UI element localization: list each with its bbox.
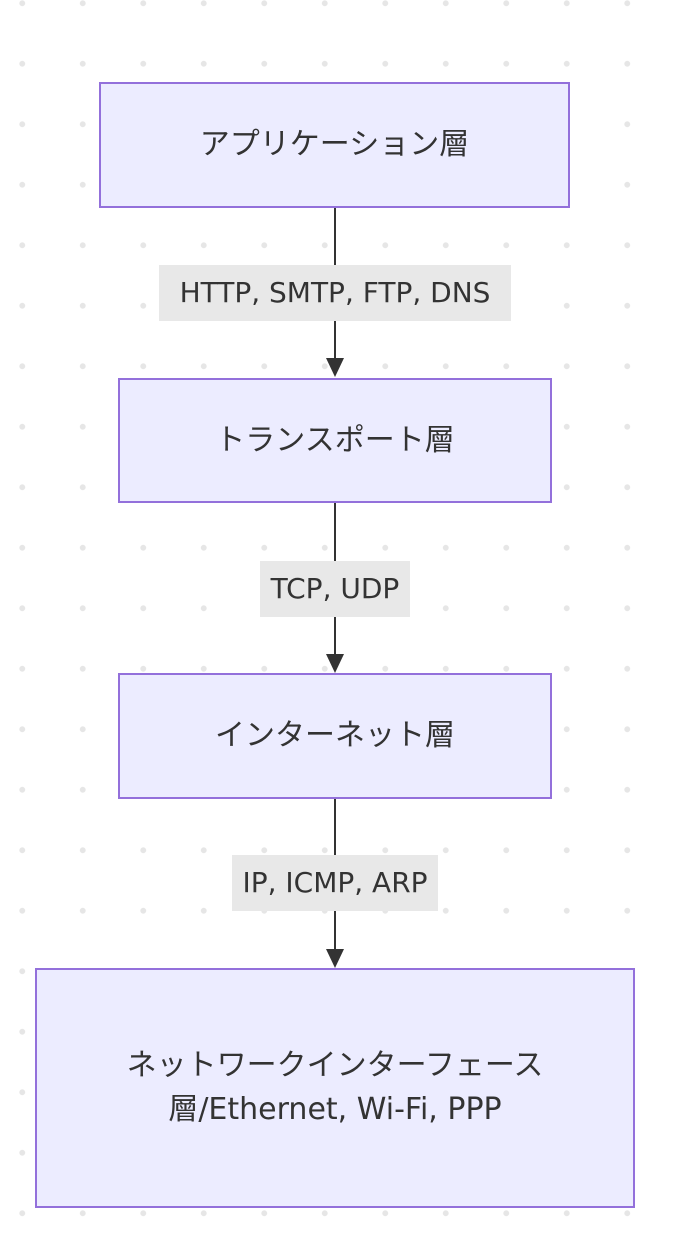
node-transport-label: トランスポート層: [215, 422, 455, 458]
edge-label-internet-network-interface: IP, ICMP, ARP: [232, 855, 438, 911]
arrowhead-icon: [326, 654, 344, 673]
node-application-label: アプリケーション層: [199, 127, 470, 162]
edge-label-application-transport: HTTP, SMTP, FTP, DNS: [159, 265, 511, 321]
arrowhead-icon: [326, 949, 344, 968]
edge-label-transport-internet: TCP, UDP: [260, 561, 410, 617]
node-application-layer: アプリケーション層: [99, 82, 570, 208]
node-internet-layer: インターネット層: [118, 673, 552, 799]
node-transport-layer: トランスポート層: [118, 378, 552, 503]
node-internet-label: インターネット層: [215, 718, 455, 753]
node-network-interface-label: ネットワークインターフェース層/Ethernet, Wi-Fi, PPP: [126, 1048, 544, 1127]
node-network-interface-layer: ネットワークインターフェース層/Ethernet, Wi-Fi, PPP: [35, 968, 635, 1208]
arrowhead-icon: [326, 358, 344, 377]
